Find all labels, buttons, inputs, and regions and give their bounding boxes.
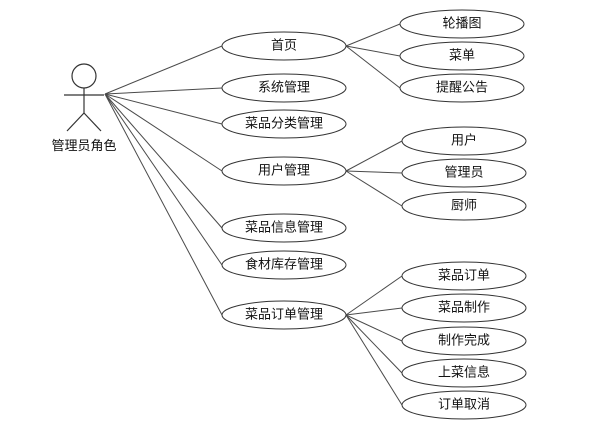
association-actor-user-mgmt [104, 93, 223, 172]
use-case-order-cancel-label: 订单取消 [438, 398, 490, 413]
use-case-make-done: 制作完成 [401, 326, 527, 356]
use-case-order-mgmt: 菜品订单管理 [221, 300, 347, 330]
use-case-category-label: 菜品分类管理 [245, 117, 323, 132]
use-case-notice-ellipse [399, 73, 525, 103]
association-actor-dish-info [104, 93, 223, 229]
use-case-category-ellipse [221, 109, 347, 139]
use-case-order-mgmt-ellipse [221, 300, 347, 330]
use-case-inventory: 食材库存管理 [221, 250, 347, 280]
use-case-dish-info-ellipse [221, 213, 347, 243]
association-order-mgmt-serve-info [345, 314, 403, 374]
association-home-menu [345, 45, 401, 57]
use-case-user-mgmt-label: 用户管理 [258, 163, 310, 179]
use-case-chef-ellipse [401, 191, 527, 221]
association-user-mgmt-user [345, 140, 403, 172]
use-case-admin: 管理员 [401, 158, 527, 188]
use-case-chef: 厨师 [401, 191, 527, 221]
use-case-user-label: 用户 [451, 133, 477, 149]
association-home-notice [345, 45, 401, 89]
use-case-make-done-label: 制作完成 [438, 334, 490, 349]
use-case-chef-label: 厨师 [451, 199, 477, 214]
use-case-user: 用户 [401, 126, 527, 156]
use-case-serve-info-ellipse [401, 358, 527, 388]
association-lines [104, 23, 403, 406]
actor-right-leg [83, 112, 102, 132]
use-case-dish-order-label: 菜品订单 [438, 269, 490, 284]
use-case-dish-order: 菜品订单 [401, 261, 527, 291]
use-case-order-cancel-ellipse [401, 390, 527, 420]
association-home-carousel [345, 23, 401, 47]
use-case-dish-info: 菜品信息管理 [221, 213, 347, 243]
use-case-user-ellipse [401, 126, 527, 156]
use-case-dish-make-ellipse [401, 293, 527, 323]
use-case-dish-info-label: 菜品信息管理 [245, 220, 323, 236]
use-case-menu-ellipse [399, 41, 525, 71]
actor-label: 管理员角色 [51, 138, 116, 154]
use-case-home-label: 首页 [271, 39, 297, 54]
association-user-mgmt-admin [345, 170, 403, 174]
use-case-admin-label: 管理员 [444, 166, 483, 181]
use-case-order-mgmt-label: 菜品订单管理 [245, 308, 323, 323]
use-case-notice: 提醒公告 [399, 73, 525, 103]
actor-admin-role: 管理员角色 [51, 63, 117, 154]
use-case-inventory-label: 食材库存管理 [245, 257, 323, 273]
use-case-system-label: 系统管理 [258, 81, 310, 96]
association-user-mgmt-chef [345, 170, 403, 207]
use-case-home: 首页 [221, 31, 347, 61]
use-case-carousel: 轮播图 [399, 9, 525, 39]
use-case-make-done-ellipse [401, 326, 527, 356]
use-case-dish-make-label: 菜品制作 [438, 301, 490, 316]
use-case-home-ellipse [221, 31, 347, 61]
use-case-inventory-ellipse [221, 250, 347, 280]
use-case-category: 菜品分类管理 [221, 109, 347, 139]
actor-left-leg [66, 112, 85, 132]
association-actor-inventory [104, 93, 223, 266]
association-order-mgmt-dish-make [345, 307, 403, 316]
use-case-menu: 菜单 [399, 41, 525, 71]
association-actor-category [104, 93, 223, 125]
use-case-dish-order-ellipse [401, 261, 527, 291]
association-actor-order-mgmt [104, 93, 223, 316]
association-order-mgmt-dish-order [345, 275, 403, 316]
association-order-mgmt-order-cancel [345, 314, 403, 406]
use-case-notice-label: 提醒公告 [436, 80, 488, 96]
use-case-menu-label: 菜单 [449, 49, 475, 64]
use-case-order-cancel: 订单取消 [401, 390, 527, 420]
use-case-system: 系统管理 [221, 73, 347, 103]
actor-head [71, 63, 97, 89]
use-case-user-mgmt-ellipse [221, 156, 347, 186]
use-case-dish-make: 菜品制作 [401, 293, 527, 323]
use-case-serve-info: 上菜信息 [401, 358, 527, 388]
use-case-system-ellipse [221, 73, 347, 103]
association-order-mgmt-make-done [345, 314, 403, 342]
use-case-carousel-ellipse [399, 9, 525, 39]
use-case-user-mgmt: 用户管理 [221, 156, 347, 186]
use-case-serve-info-label: 上菜信息 [438, 365, 490, 381]
use-case-admin-ellipse [401, 158, 527, 188]
association-actor-home [104, 45, 223, 95]
use-case-carousel-label: 轮播图 [442, 17, 481, 32]
association-actor-system [104, 87, 223, 95]
